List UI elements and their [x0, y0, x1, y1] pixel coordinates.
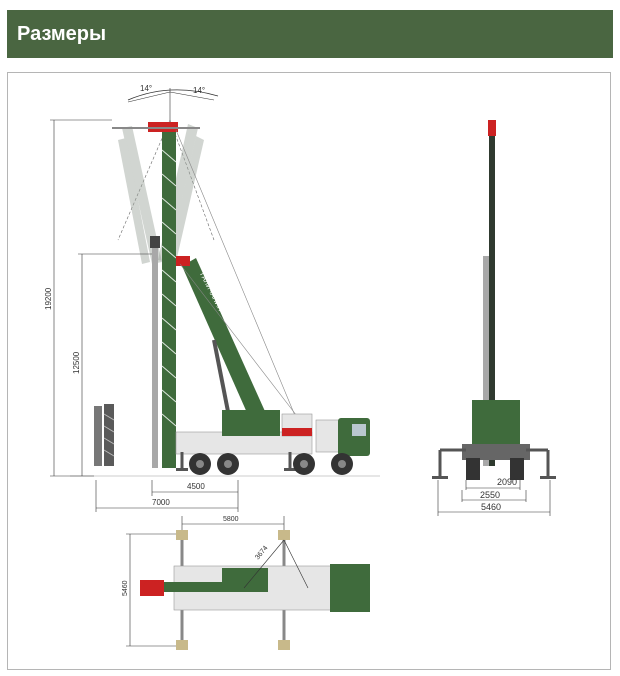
boom-head	[176, 256, 190, 266]
superstructure	[222, 410, 280, 436]
angle-right-label: 14°	[193, 86, 205, 95]
dim-width-total-label: 7000	[152, 498, 170, 507]
angle-left-label: 14°	[140, 84, 152, 93]
top-cab	[330, 564, 370, 612]
dim-height-mid	[78, 253, 152, 476]
rear-wheels	[466, 458, 524, 480]
dim-top-length	[181, 516, 285, 530]
truck-window	[352, 424, 366, 436]
rear-view: 2090 2550 5460	[432, 120, 556, 516]
swing-line-left	[117, 119, 171, 241]
mast-cable	[175, 129, 297, 419]
rotator	[150, 236, 160, 248]
mast-lattice	[161, 149, 177, 427]
rear-outriggers	[438, 448, 550, 476]
top-outrigger-pads	[176, 530, 290, 650]
section-header: Размеры	[7, 10, 613, 58]
dim-height-total	[50, 119, 112, 477]
dim-rear-mid-label: 2550	[480, 490, 500, 500]
dim-width-total	[95, 480, 239, 512]
dim-height-total-label: 19200	[44, 287, 53, 310]
telescopic-boom	[182, 258, 268, 424]
drill-rod	[152, 240, 158, 468]
top-mast	[146, 582, 256, 592]
rear-mast	[489, 136, 495, 466]
angle-ray-right	[169, 91, 215, 101]
section-title: Размеры	[17, 22, 107, 45]
dim-top-width	[126, 533, 182, 647]
dim-top-length-label: 5800	[223, 516, 239, 523]
dim-rear-inner-label: 2090	[497, 477, 517, 487]
swing-line-right	[169, 119, 215, 241]
top-rotator	[143, 581, 157, 595]
top-view: 5800 5460 3674	[122, 516, 370, 650]
dim-rear-inner	[465, 480, 521, 490]
mast-ghost-left	[118, 126, 162, 264]
dim-height-mid-label: 12500	[72, 351, 81, 374]
dim-width-mid-label: 4500	[187, 482, 205, 491]
rear-frame	[462, 444, 530, 460]
auger-tool	[94, 404, 115, 466]
engine-cover	[315, 419, 341, 453]
main-mast	[162, 128, 176, 468]
angle-arc	[127, 89, 219, 101]
dim-rear-outer	[437, 480, 551, 516]
dim-rear-outer-label: 5460	[481, 502, 501, 512]
dim-rear-mid	[461, 490, 527, 502]
cab-stripe	[282, 428, 312, 436]
rear-mast-head	[488, 120, 496, 136]
rear-drill-rod	[483, 256, 489, 466]
side-view: 14° 14° ГАЛИ	[44, 84, 380, 512]
truck-cab	[338, 418, 370, 456]
truck-wheels	[189, 453, 353, 475]
angle-ray-left	[127, 91, 171, 103]
boom-cable	[179, 263, 301, 421]
dim-top-diagonal	[243, 539, 285, 589]
dim-top-width-label: 5460	[122, 580, 129, 596]
dim-width-mid	[151, 480, 239, 496]
dim-top-diagonal-label: 3674	[254, 545, 269, 562]
